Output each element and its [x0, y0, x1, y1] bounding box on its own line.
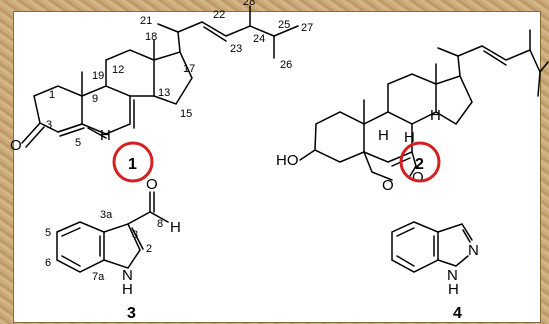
- locant-15: 15: [180, 108, 192, 120]
- peroxide-oxygen-label-b: O: [382, 177, 394, 194]
- locant-3-5: 5: [45, 227, 51, 239]
- compound-3-label: 3: [127, 305, 136, 322]
- locant-3-3: 3: [132, 229, 138, 241]
- compound-2-h-label-b: H: [378, 127, 389, 144]
- hydroxyl-label: HO: [276, 152, 299, 169]
- locant-18: 18: [145, 31, 157, 43]
- locant-26: 26: [280, 59, 292, 71]
- locant-3-6: 6: [45, 257, 51, 269]
- locant-19: 19: [92, 70, 104, 82]
- locant-9: 9: [92, 93, 98, 105]
- compound-1-label: 1: [128, 156, 137, 173]
- compound-1-structure: [21, 5, 299, 148]
- indole-n-label: N: [122, 267, 133, 284]
- compound-4-label: 4: [453, 305, 462, 322]
- aldehyde-h-label: H: [170, 219, 181, 236]
- locant-23: 23: [230, 43, 242, 55]
- locant-27: 27: [301, 22, 313, 34]
- compound-2-h-label-a: H: [404, 129, 415, 146]
- locant-21: 21: [140, 15, 152, 27]
- aldehyde-oxygen-label: O: [146, 176, 158, 193]
- indole-nh-label: H: [122, 281, 133, 298]
- locant-25: 25: [278, 19, 290, 31]
- locant-3: 3: [46, 119, 52, 131]
- compound-2-h-label-c: H: [430, 107, 441, 124]
- peroxide-oxygen-label-a: O: [412, 169, 424, 186]
- locant-3-7a: 7a: [92, 271, 105, 283]
- indazole-n1-label: N: [447, 267, 458, 284]
- locant-1: 1: [49, 89, 55, 101]
- compound-3-structure: [56, 191, 169, 273]
- locant-3-2: 2: [146, 243, 152, 255]
- locant-3-8: 8: [157, 218, 163, 230]
- figure-panel: [13, 11, 541, 323]
- locant-17: 17: [183, 63, 195, 75]
- indazole-n2-label: N: [468, 242, 479, 259]
- locant-28: 28: [243, 0, 255, 8]
- indazole-nh-label: H: [448, 281, 459, 298]
- compound-1-highlight-circle: [112, 141, 154, 183]
- locant-22: 22: [213, 9, 225, 21]
- ketone-oxygen-label: O: [10, 137, 22, 154]
- compound-2-label: 2: [415, 156, 424, 173]
- locant-13: 13: [158, 87, 170, 99]
- locant-12: 12: [112, 64, 124, 76]
- compound-2-highlight-circle: [399, 141, 441, 183]
- h9-label: H: [100, 127, 111, 144]
- compound-4-structure: [391, 221, 473, 273]
- locant-24: 24: [253, 33, 265, 45]
- locant-3-3a: 3a: [100, 209, 113, 221]
- compound-2-structure: [299, 29, 549, 181]
- locant-5: 5: [75, 137, 81, 149]
